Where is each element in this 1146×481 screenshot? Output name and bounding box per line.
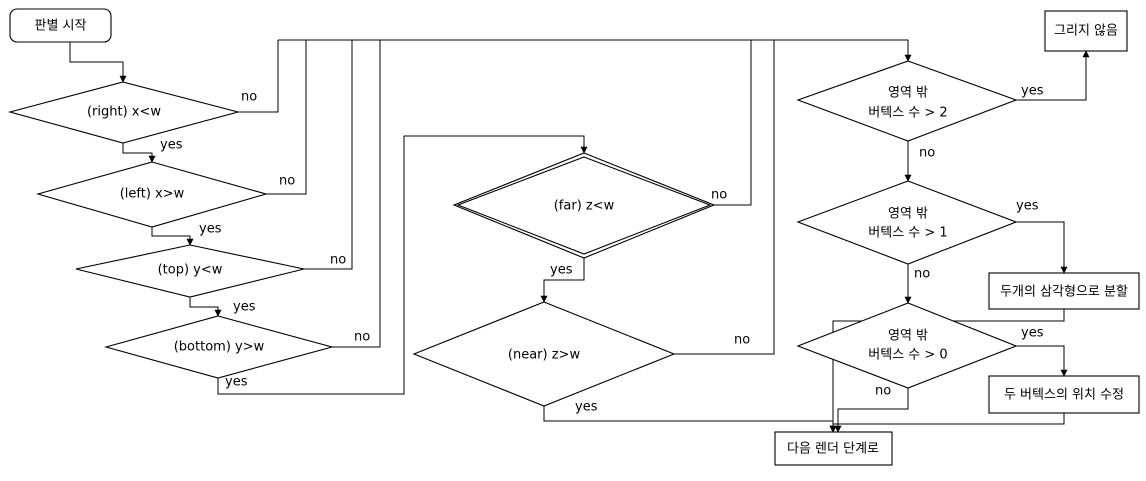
decision-top: (top) y<w (75, 244, 305, 298)
label-far-yes: yes (550, 263, 573, 278)
label-near-yes: yes (575, 400, 598, 415)
decision-outside2-line1: 영역 밖 (888, 86, 928, 101)
edge-right-yes-left (122, 143, 156, 163)
edge-labels: no yes no yes no yes no yes no yes no ye… (160, 84, 1044, 415)
decision-outside0-line2: 버텍스 수 > 0 (868, 348, 947, 363)
label-outside2-no: no (919, 146, 935, 161)
start-node: 판별 시작 (9, 8, 112, 43)
label-far-no: no (711, 188, 727, 203)
process-next: 다음 렌더 단계로 (774, 431, 893, 466)
decision-outside1-line2: 버텍스 수 > 1 (868, 226, 947, 241)
process-modify-label: 두 버텍스의 위치 수정 (1004, 388, 1124, 403)
decision-outside1: 영역 밖 버텍스 수 > 1 (796, 180, 1018, 265)
label-top-yes: yes (233, 300, 256, 315)
process-no-draw: 그리지 않음 (1044, 10, 1128, 52)
decision-far: (far) z<w (452, 152, 716, 259)
process-no-draw-label: 그리지 않음 (1054, 24, 1118, 39)
label-top-no: no (330, 253, 346, 268)
edge-left-yes-top (151, 227, 194, 246)
decision-right: (right) x<w (7, 81, 241, 144)
decision-bottom-label: (bottom) y>w (174, 340, 265, 355)
label-outside1-yes: yes (1016, 199, 1039, 214)
decision-outside2: 영역 밖 버텍스 수 > 2 (796, 60, 1018, 142)
label-right-no: no (241, 90, 257, 105)
edge-modify-to-next (833, 413, 1065, 425)
decision-right-label: (right) x<w (87, 105, 161, 120)
label-right-yes: yes (160, 138, 183, 153)
edge-far-no (714, 40, 752, 206)
label-outside2-yes: yes (1021, 84, 1044, 99)
edge-left-no (266, 40, 307, 195)
decision-near: (near) z>w (412, 301, 676, 407)
label-outside0-yes: yes (1021, 326, 1044, 341)
edge-near-no (674, 40, 775, 355)
nodes: 판별 시작 (right) x<w (left) x>w (top) y<w (… (7, 8, 1140, 466)
label-bottom-yes: yes (225, 375, 248, 390)
edge-outside0-no-next (834, 388, 909, 433)
decision-bottom: (bottom) y>w (103, 315, 335, 379)
decision-left: (left) x>w (35, 161, 269, 228)
edge-outside0-yes-modify (1016, 345, 1068, 377)
edge-outside2-yes-nodraw (1016, 50, 1090, 101)
decision-top-label: (top) y<w (158, 263, 223, 278)
process-split-label: 두개의 삼각형으로 분할 (1000, 285, 1128, 300)
label-left-yes: yes (199, 222, 222, 237)
label-outside0-no: no (875, 384, 891, 399)
edge-outside1-yes-split (1016, 221, 1068, 274)
decision-far-label: (far) z<w (554, 199, 615, 214)
decision-outside2-line2: 버텍스 수 > 2 (868, 106, 947, 121)
edge-bottom-no (332, 40, 381, 348)
decision-outside0-line1: 영역 밖 (888, 329, 928, 344)
process-next-label: 다음 렌더 단계로 (787, 442, 879, 457)
edge-start-to-right (69, 42, 127, 83)
decision-outside1-line1: 영역 밖 (888, 207, 928, 222)
label-near-no: no (734, 333, 750, 348)
process-split: 두개의 삼각형으로 분할 (988, 272, 1140, 310)
decision-near-label: (near) z>w (508, 348, 581, 363)
edge-top-yes-bottom (189, 297, 222, 317)
edges (69, 39, 1090, 433)
edge-far-yes-near (540, 258, 585, 303)
decision-left-label: (left) x>w (120, 187, 185, 202)
edge-right-no (238, 40, 279, 113)
decision-outside0: 영역 밖 버텍스 수 > 0 (796, 302, 1018, 389)
start-node-label: 판별 시작 (35, 19, 87, 34)
label-outside1-no: no (914, 267, 930, 282)
label-left-no: no (279, 174, 295, 189)
process-modify: 두 버텍스의 위치 수정 (988, 375, 1140, 414)
edge-top-no (304, 40, 353, 270)
edge-top-bus (278, 39, 912, 62)
edge-bottom-yes-far (217, 135, 588, 395)
label-bottom-no: no (354, 330, 370, 345)
